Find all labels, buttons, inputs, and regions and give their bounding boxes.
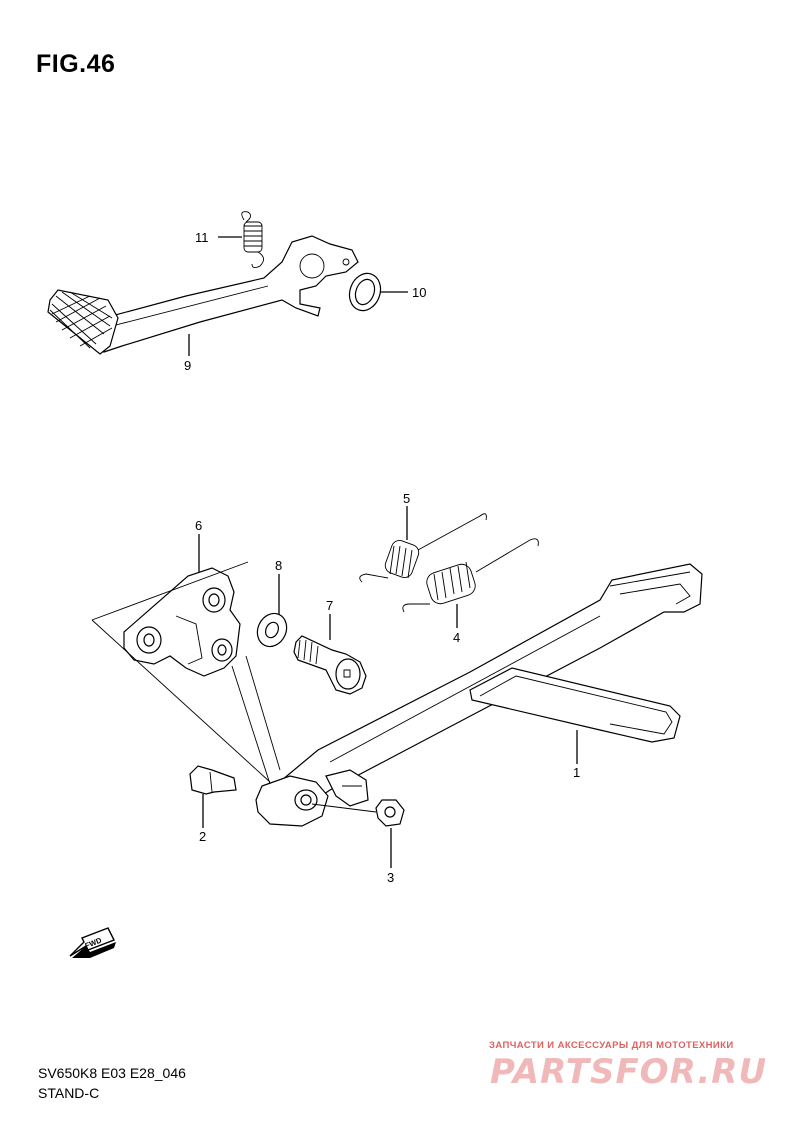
washer-part [348, 272, 382, 312]
callout-1: 1 [573, 765, 580, 780]
figure-title: FIG.46 [36, 50, 116, 78]
model-code: SV650K8 E03 E28_046 [38, 1065, 186, 1081]
watermark-logo: PARTSFOR.RU [490, 1052, 768, 1092]
stand-loop [469, 667, 681, 743]
callout-7: 7 [326, 598, 333, 613]
callout-2: 2 [199, 829, 206, 844]
callout-10: 10 [412, 285, 426, 300]
side-stand-assembly [91, 513, 703, 827]
callout-5: 5 [403, 491, 410, 506]
callout-11: 11 [195, 230, 209, 245]
spring-part [359, 513, 487, 583]
foot-pad [47, 289, 119, 355]
spring-part [241, 211, 264, 269]
callout-4: 4 [453, 630, 460, 645]
callout-6: 6 [195, 518, 202, 533]
section-name: STAND-C [38, 1085, 100, 1101]
pivot-bolt-part [189, 765, 237, 795]
lever-assembly [47, 211, 382, 355]
spring-part [402, 538, 539, 613]
fwd-arrow-icon: FWD [69, 927, 116, 958]
callout-3: 3 [387, 870, 394, 885]
callout-9: 9 [184, 358, 191, 373]
lever-part [103, 235, 359, 353]
callout-8: 8 [275, 558, 282, 573]
watermark-tagline: ЗАПЧАСТИ И АКСЕССУАРЫ ДЛЯ МОТОТЕХНИКИ [489, 1040, 734, 1051]
